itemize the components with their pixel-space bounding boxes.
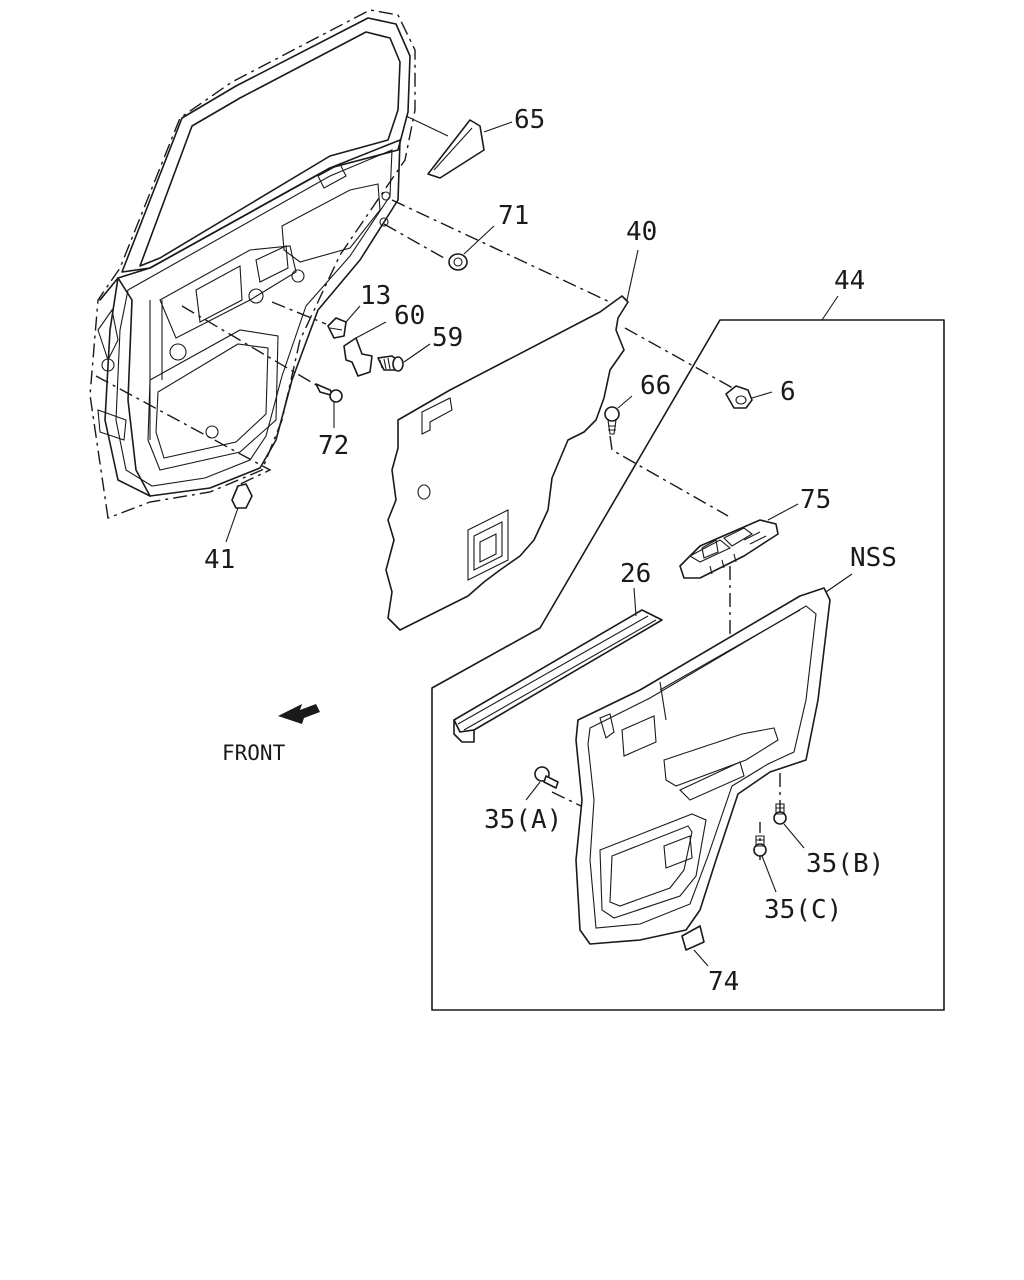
part-26-weatherstrip (453, 587, 663, 743)
part-35b-screw (773, 803, 805, 849)
label-72: 72 (318, 431, 349, 461)
label-40: 40 (626, 217, 657, 247)
label-66: 66 (640, 371, 671, 401)
nss-door-trim-panel (575, 573, 853, 945)
part-6-clip (725, 385, 773, 409)
label-44: 44 (834, 266, 865, 296)
label-6: 6 (780, 377, 796, 407)
label-59: 59 (432, 323, 463, 353)
part-75-switch-panel (679, 503, 799, 579)
label-26: 26 (620, 559, 651, 589)
label-65: 65 (514, 105, 545, 135)
part-13-clip (327, 305, 361, 339)
label-75: 75 (800, 485, 831, 515)
part-71-grommet (448, 225, 495, 271)
label-60: 60 (394, 301, 425, 331)
label-71: 71 (498, 201, 529, 231)
part-40-door-sealing-sheet (385, 249, 639, 631)
rear-door-inner-panel (89, 9, 416, 519)
label-35a: 35(A) (484, 805, 562, 835)
part-65-corner-trim (405, 115, 513, 179)
label-35c: 35(C) (764, 895, 842, 925)
part-41-plug (225, 483, 253, 543)
label-74: 74 (708, 967, 739, 997)
part-35a-screw (525, 766, 559, 801)
label-35b: 35(B) (806, 849, 884, 879)
part-74-cover (681, 925, 709, 967)
part-60-bracket (343, 321, 387, 377)
part-59-screw (377, 343, 431, 372)
part-72-screw (315, 383, 343, 428)
part-44-assembly-box (431, 295, 945, 1011)
label-13: 13 (360, 281, 391, 311)
part-35c-screw (753, 835, 777, 893)
label-nss: NSS (850, 543, 897, 573)
label-41: 41 (204, 545, 235, 575)
callout-labels: 65 71 40 44 13 60 59 66 6 72 75 41 NSS 2… (204, 105, 897, 997)
front-label: FRONT (222, 741, 286, 765)
front-arrow-icon (278, 704, 320, 724)
part-66-clip (604, 395, 633, 435)
